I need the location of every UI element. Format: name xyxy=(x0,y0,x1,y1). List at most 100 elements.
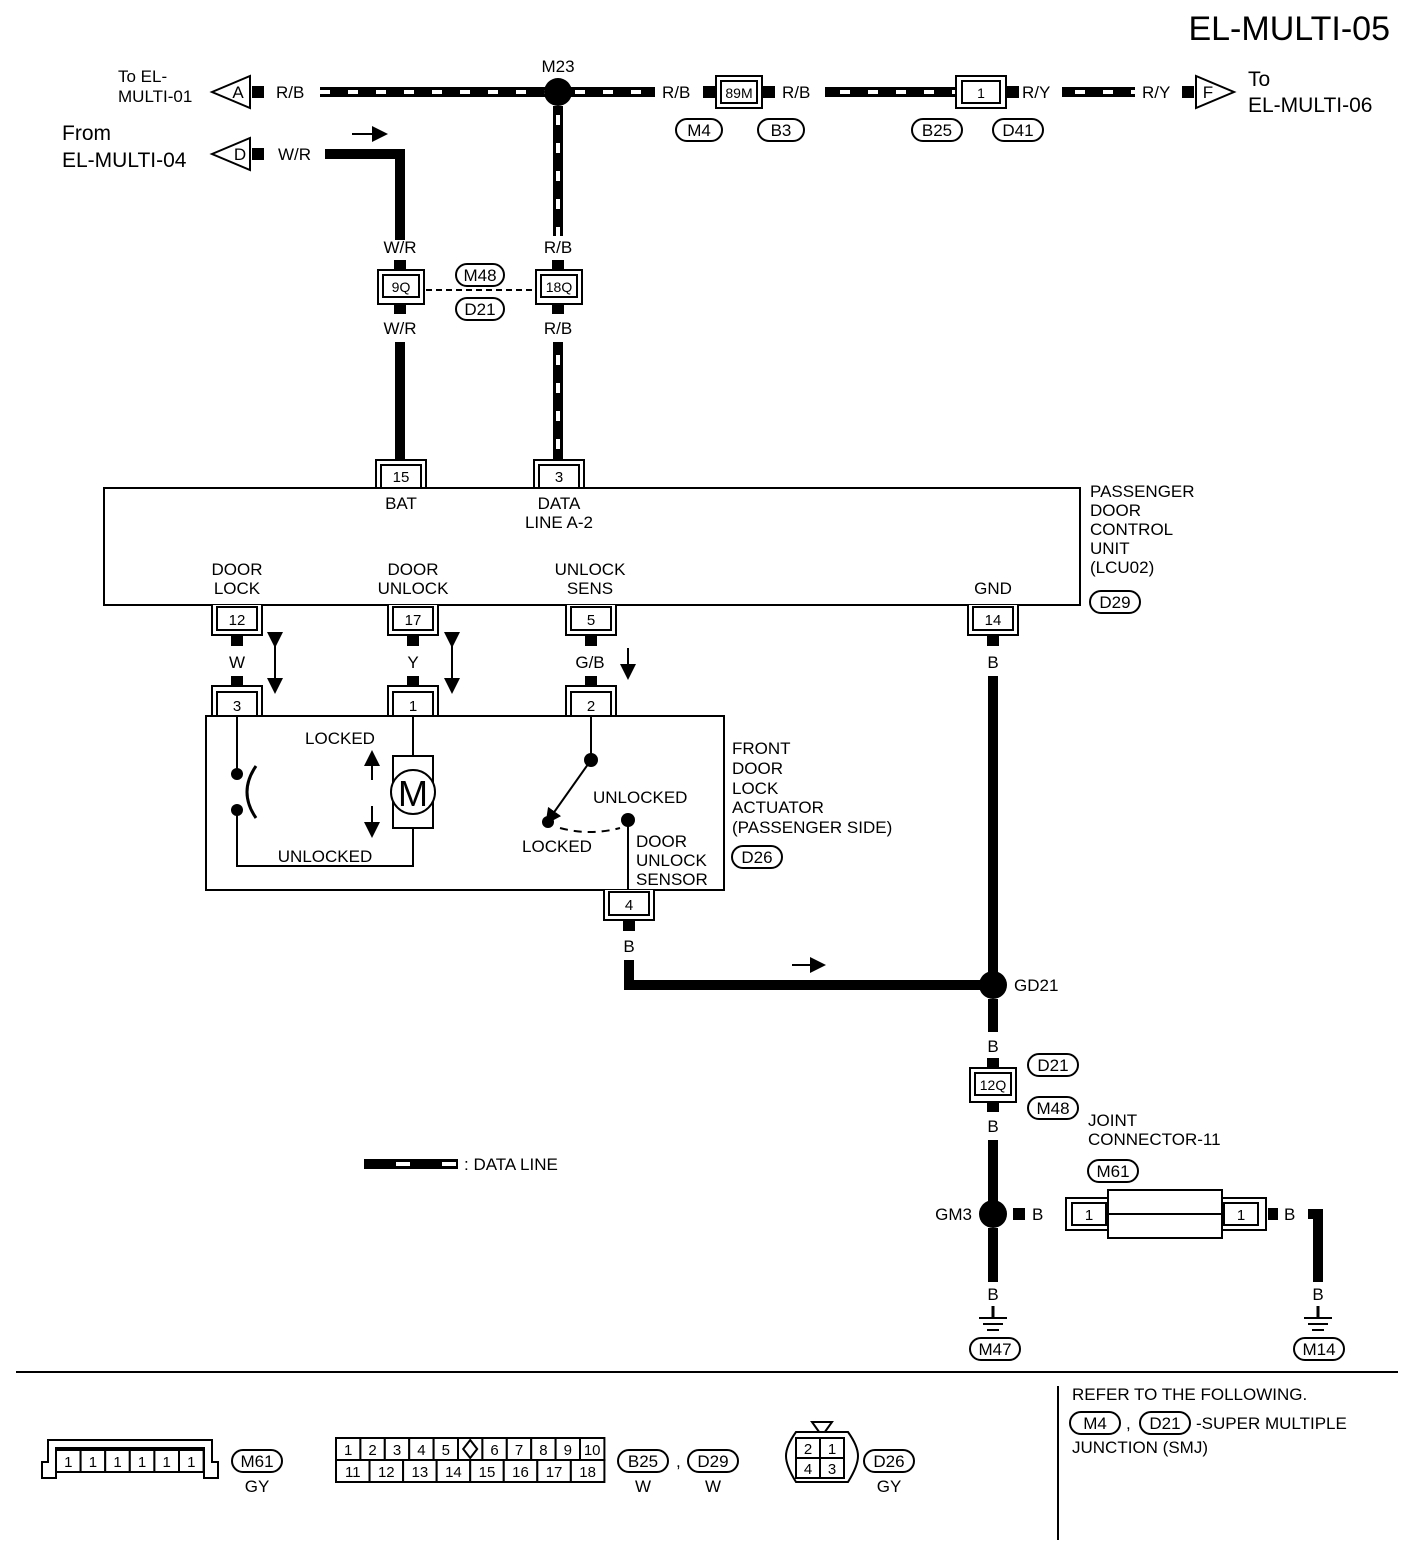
footer-d26-label: D26 xyxy=(863,1449,915,1473)
wire-label-wr-bottom: W/R xyxy=(383,319,416,338)
svg-text:18Q: 18Q xyxy=(546,279,573,295)
svg-text:M47: M47 xyxy=(978,1340,1011,1359)
pdcu-pin-gnd: 14 xyxy=(967,605,1019,636)
connector-d: D xyxy=(209,136,264,172)
conn-id-d21-top: D21 xyxy=(455,297,505,321)
splice-m23-label: M23 xyxy=(541,57,574,76)
pdcu-name-2: DOOR xyxy=(1090,501,1141,520)
svg-text:9Q: 9Q xyxy=(392,279,411,295)
svg-text:D29: D29 xyxy=(1099,593,1130,612)
actuator-motor-unlocked-label: UNLOCKED xyxy=(278,847,372,866)
wire-label-w: W xyxy=(229,653,245,672)
refer-comma: , xyxy=(1126,1414,1131,1433)
conn-id-m14: M14 xyxy=(1293,1337,1345,1361)
splice-gm3 xyxy=(979,1200,1007,1228)
footer-m61-pin: 1 xyxy=(178,1449,205,1473)
wire-label-ry-1: R/Y xyxy=(1022,83,1050,102)
svg-text:1: 1 xyxy=(344,1442,352,1459)
wire-label-b-gd21: B xyxy=(987,1037,998,1056)
actuator-pin-1: 1 xyxy=(387,685,439,717)
pdcu-pin-data: 3 xyxy=(533,459,585,489)
footer-d26-connector-face: 2 1 4 3 xyxy=(784,1421,860,1483)
svg-text:3: 3 xyxy=(393,1442,401,1459)
wire-label-wr-d: W/R xyxy=(278,145,311,164)
wire-b-m14 xyxy=(1308,1209,1323,1282)
actuator-name-5: (PASSENGER SIDE) xyxy=(732,818,892,837)
svg-text:D: D xyxy=(234,145,246,164)
to-el-multi-01-label: To EL- xyxy=(118,67,167,86)
sensor-unlocked-label: UNLOCKED xyxy=(593,788,687,807)
to-el-multi-01-label-2: MULTI-01 xyxy=(118,87,192,106)
footer-b25-label: B25 xyxy=(617,1449,669,1473)
svg-text:D26: D26 xyxy=(873,1452,904,1471)
footer-grid-pin: 12 xyxy=(368,1459,405,1483)
pdcu-label-lock: DOOR xyxy=(212,560,263,579)
pdcu-label-lock-2: LOCK xyxy=(214,579,261,598)
footer-comma: , xyxy=(676,1452,681,1471)
pdcu-label-unlock-2: UNLOCK xyxy=(378,579,450,598)
footer-grid-pin: 6 xyxy=(481,1437,508,1461)
svg-text:1: 1 xyxy=(977,85,985,101)
svg-text:M48: M48 xyxy=(1036,1099,1069,1118)
svg-text:17: 17 xyxy=(405,612,422,629)
svg-text:M4: M4 xyxy=(687,121,711,140)
svg-text:15: 15 xyxy=(393,469,410,486)
conn-id-d41: D41 xyxy=(992,118,1044,142)
svg-text:7: 7 xyxy=(515,1442,523,1459)
svg-text:14: 14 xyxy=(985,612,1002,629)
actuator-name: FRONT xyxy=(732,739,791,758)
svg-text:B25: B25 xyxy=(628,1452,658,1471)
footer-grid-pin: 1 xyxy=(335,1437,362,1461)
conn-id-b25: B25 xyxy=(911,118,963,142)
svg-text:1: 1 xyxy=(1237,1207,1245,1224)
footer-grid-pin: 2 xyxy=(359,1437,386,1461)
ground-icon-m47 xyxy=(979,1317,1007,1331)
svg-text:1: 1 xyxy=(1085,1207,1093,1224)
sensor-label: DOOR xyxy=(636,832,687,851)
footer-grid-pin: 17 xyxy=(536,1459,572,1483)
footer-grid-pin: 8 xyxy=(530,1437,557,1461)
svg-text:D21: D21 xyxy=(464,300,495,319)
conn-id-m48-top: M48 xyxy=(455,263,505,287)
svg-text:1: 1 xyxy=(89,1454,97,1471)
wire-label-b-gm3: B xyxy=(1032,1205,1043,1224)
conn-id-d26: D26 xyxy=(731,845,783,869)
pdcu-name-4: UNIT xyxy=(1090,539,1130,558)
footer-grid-key xyxy=(457,1437,484,1461)
wire-label-rb-bottom: R/B xyxy=(544,319,572,338)
conn-id-b3: B3 xyxy=(757,118,805,142)
footer-grid-pin: 5 xyxy=(432,1437,460,1461)
svg-text:F: F xyxy=(1203,83,1213,102)
wire-label-b-joint: B xyxy=(1284,1205,1295,1224)
pdcu-label-sens: UNLOCK xyxy=(555,560,627,579)
actuator-name-2: DOOR xyxy=(732,759,783,778)
conn-id-d21-bottom: D21 xyxy=(1027,1053,1079,1077)
svg-text:M61: M61 xyxy=(1096,1162,1129,1181)
svg-text:4: 4 xyxy=(417,1442,425,1459)
svg-text:3: 3 xyxy=(233,698,241,715)
svg-text:M4: M4 xyxy=(1083,1414,1107,1433)
connector-a: A xyxy=(209,74,264,110)
conn-id-d29: D29 xyxy=(1089,590,1141,614)
svg-text:M61: M61 xyxy=(240,1452,273,1471)
pdcu-pin-unlock: 17 xyxy=(387,605,439,636)
wire-b-sensor xyxy=(624,960,993,990)
svg-text:89M: 89M xyxy=(725,85,752,101)
connector-f: F xyxy=(1195,74,1237,110)
connector-18q: 18Q xyxy=(535,269,583,305)
ground-icon-m14 xyxy=(1304,1317,1332,1331)
splice-gd21-label: GD21 xyxy=(1014,976,1058,995)
svg-text:13: 13 xyxy=(412,1464,429,1481)
svg-text:1: 1 xyxy=(113,1454,121,1471)
svg-text:3: 3 xyxy=(828,1461,836,1478)
wire-label-b-m14: B xyxy=(1312,1285,1323,1304)
wire-label-ry-f: R/Y xyxy=(1142,83,1170,102)
footer-grid-pin: 15 xyxy=(469,1459,505,1483)
footer-grid-pin: 16 xyxy=(502,1459,539,1483)
footer-grid-pin: 14 xyxy=(435,1459,472,1483)
svg-text:B3: B3 xyxy=(771,121,792,140)
refer-note-line3: JUNCTION (SMJ) xyxy=(1072,1438,1208,1457)
to-el-multi-06-label-2: EL-MULTI-06 xyxy=(1248,94,1372,117)
